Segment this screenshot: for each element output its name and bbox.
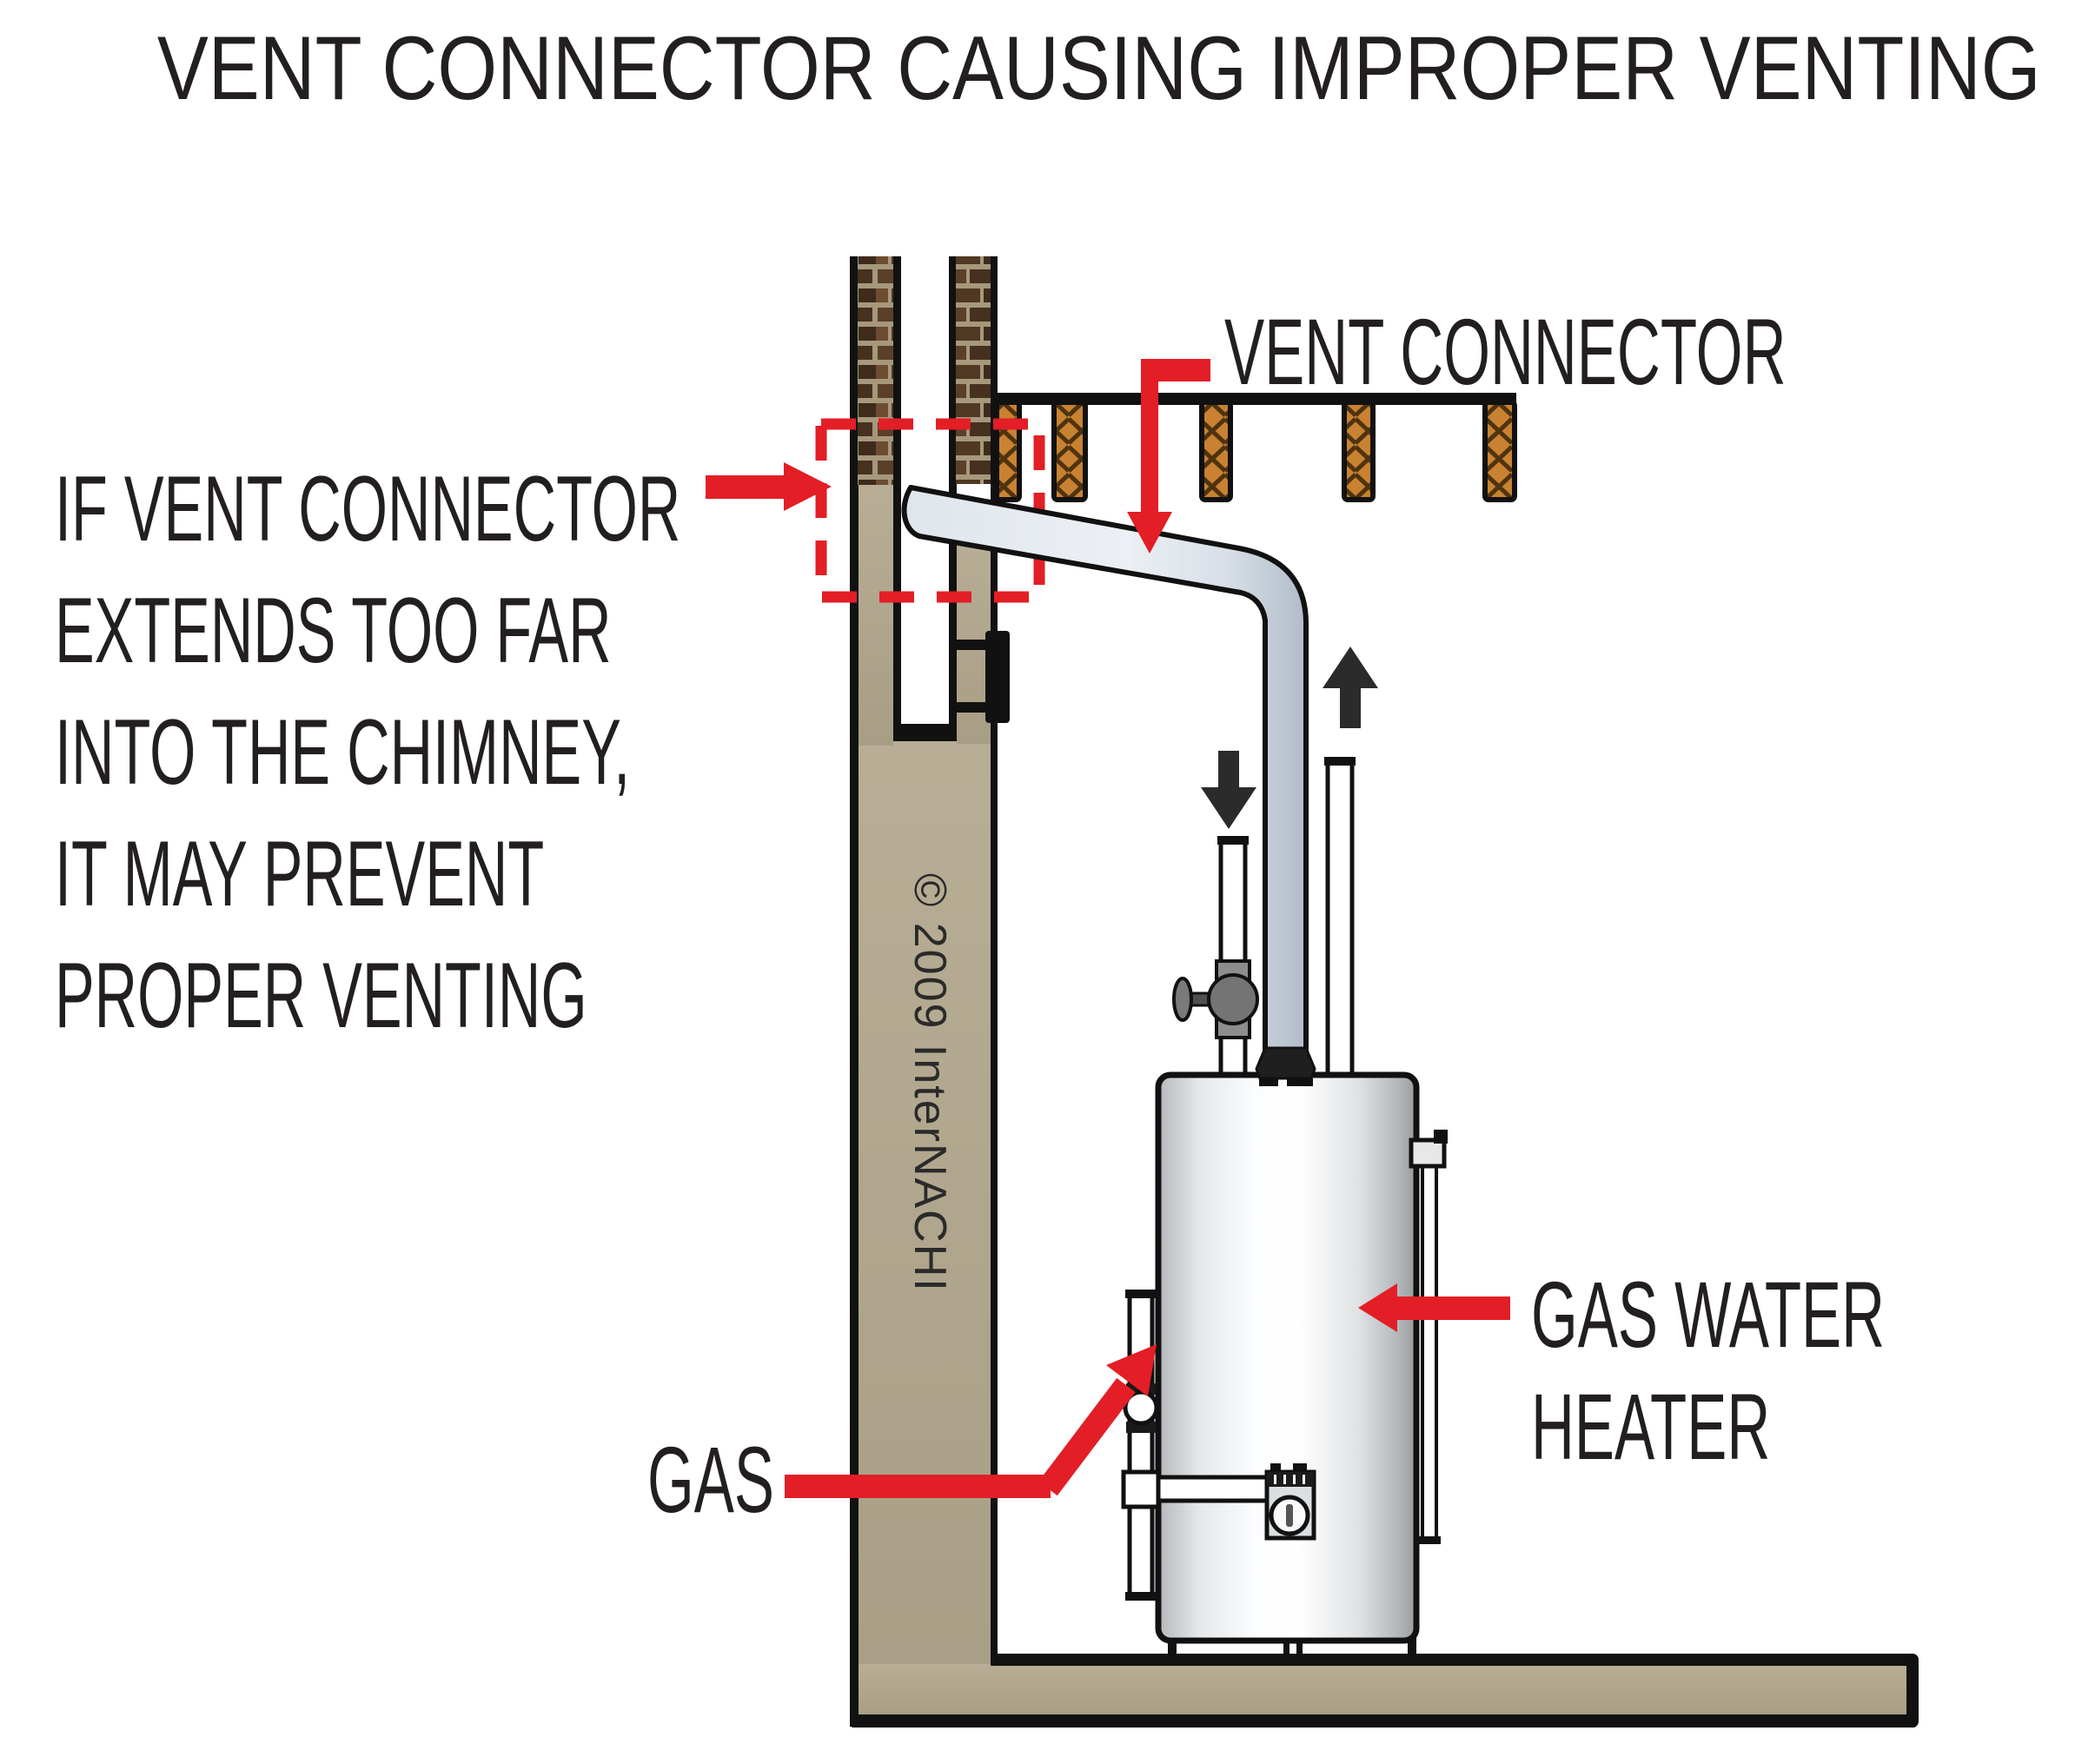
tp-pipe-end (1418, 1536, 1441, 1544)
joist (1482, 400, 1517, 502)
gas-diagonal-arrow-icon (1106, 1344, 1157, 1396)
gas-union-flange (1126, 1422, 1156, 1433)
cleanout-bottom-border (955, 702, 990, 713)
joist (1051, 400, 1088, 502)
gas-leader-shaft (785, 1475, 1051, 1498)
heater-arrow-shaft (1396, 1296, 1510, 1320)
tank-leg (1408, 1635, 1416, 1656)
red-annotations (706, 359, 1510, 1498)
flue-left-liner (893, 256, 901, 741)
floor-right-edge (1906, 1654, 1919, 1728)
vent-connector-down-arrow-icon (1127, 512, 1172, 554)
gas-water-heater-label-line1: GAS WATER (1531, 1262, 1886, 1367)
copyright-text: © 2009 InterNACHI (905, 873, 955, 1293)
wall-right-border (991, 256, 998, 1657)
tank-drain-line (1283, 1635, 1289, 1656)
gas-tee-fitting (1121, 1469, 1161, 1509)
page-title: VENT CONNECTOR CAUSING IMPROPER VENTING (156, 18, 2041, 119)
right-wall-brick (956, 256, 991, 484)
draft-hood (1255, 1046, 1316, 1086)
note-line: EXTENDS TOO FAR (55, 578, 612, 682)
ceiling-beam (998, 393, 1516, 405)
chimney-and-wall (850, 256, 1919, 1728)
note-line: INTO THE CHIMNEY, (55, 700, 631, 804)
chimney-concrete-core (859, 741, 991, 1714)
tp-relief-valve-and-pipe (1409, 1130, 1448, 1544)
chimney-cleanout-plate (985, 631, 1010, 723)
ceiling-framing (994, 393, 1517, 502)
flow-up-arrow-icon (1323, 647, 1378, 728)
joist (994, 400, 1022, 502)
gas-label: GAS (647, 1427, 774, 1532)
note-line: PROPER VENTING (55, 943, 587, 1047)
gas-pipe-horizontal (1150, 1475, 1270, 1503)
joist (1199, 400, 1233, 502)
gas-shutoff-ball-valve (1172, 959, 1259, 1039)
gas-water-heater-tank (1155, 1071, 1420, 1656)
flue-closed-bottom (893, 724, 957, 741)
vent-connector-leader-vertical (1141, 359, 1158, 514)
gas-water-heater-label: GAS WATER HEATER (1531, 1258, 1885, 1482)
gas-pipe-vertical (1127, 1292, 1155, 1600)
vent-connector-label: VENT CONNECTOR (1224, 299, 1787, 404)
hot-pipe-cap (1324, 757, 1356, 766)
left-wall-concrete (859, 485, 893, 746)
note-text-block: IF VENT CONNECTOR EXTENDS TOO FAR INTO T… (55, 448, 680, 1056)
gas-control-valve (1264, 1463, 1316, 1541)
floor-top-border (991, 1654, 1913, 1666)
note-arrow-shaft (706, 475, 786, 499)
vent-connector-pipe (901, 485, 1309, 1056)
tp-valve-top (1434, 1130, 1448, 1144)
gas-drip-leg-cap (1125, 1592, 1157, 1601)
left-wall-brick (858, 256, 893, 485)
note-right-arrow-icon (784, 462, 832, 511)
heater-left-arrow-icon (1358, 1283, 1397, 1332)
floor-slab (859, 1664, 1913, 1716)
wall-left-border (850, 256, 859, 1727)
gas-pipe-top-cap (1125, 1290, 1157, 1298)
joist (1342, 400, 1376, 502)
flow-down-arrow-icon (1201, 751, 1256, 829)
gas-supply-line (1121, 1290, 1316, 1601)
tp-discharge-pipe (1421, 1163, 1438, 1542)
note-line: IF VENT CONNECTOR (55, 456, 681, 560)
gas-water-heater-label-line2: HEATER (1531, 1374, 1771, 1479)
tank-body (1155, 1071, 1420, 1644)
gas-leader-diagonal (1038, 1377, 1136, 1496)
floor-bottom-border (850, 1714, 1917, 1728)
gas-union-nut (1123, 1389, 1159, 1426)
water-heater-piping (1172, 757, 1356, 1080)
note-line: IT MAY PREVENT (55, 821, 545, 925)
cleanout-top-border (955, 640, 990, 650)
hot-water-pipe (1325, 759, 1355, 1080)
tp-valve-body (1409, 1137, 1447, 1169)
cold-pipe-cap (1217, 836, 1249, 845)
tank-leg (1168, 1635, 1177, 1656)
tank-drain-line (1296, 1635, 1303, 1656)
